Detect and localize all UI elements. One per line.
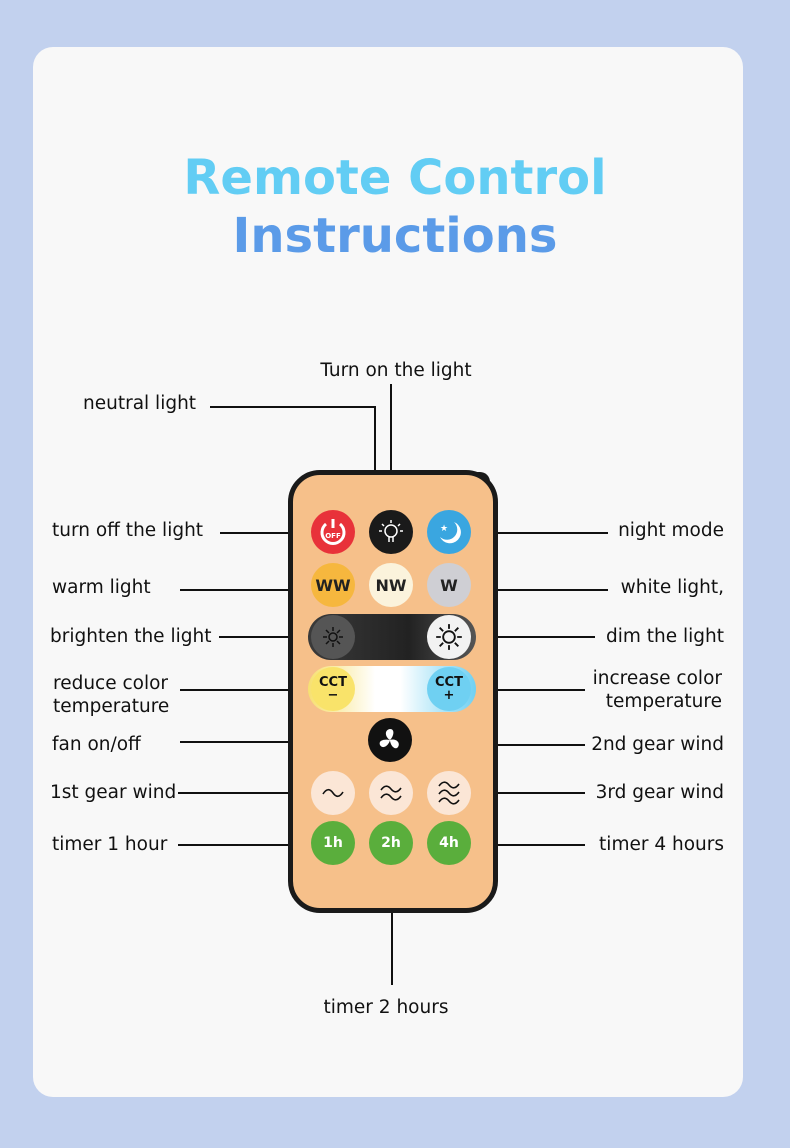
wave-1-icon [322,788,344,798]
label-gear2: 2nd gear wind [591,734,724,755]
plus-icon: + [443,688,455,703]
fan-icon [379,729,399,749]
bulb-icon [379,520,403,542]
light-on-button[interactable] [369,510,413,554]
label-turn-off: turn off the light [52,520,204,541]
label-night: night mode [618,520,724,541]
label-warm: warm light [52,577,151,598]
label-gear1: 1st gear wind [50,782,177,803]
label-turn-on: Turn on the light [320,360,472,381]
sun-minus-icon [323,627,343,647]
label-neutral: neutral light [83,393,197,414]
brighten-button[interactable] [311,615,355,659]
moon-star-icon: ★ [440,522,461,544]
svg-text:OFF: OFF [325,532,341,540]
cct-minus-label: CCT [319,675,347,690]
title-line-1: Remote Control [183,150,607,206]
label-reduce-cct-2: temperature [53,696,170,717]
timer-4h-button[interactable]: 4h [427,821,471,865]
label-increase-cct-1: increase color [592,668,722,689]
fan-button[interactable] [368,718,412,762]
wave-3-icon [438,781,460,805]
label-brighten: brighten the light [50,626,212,647]
label-timer2: timer 2 hours [323,997,449,1018]
timer-2h-button[interactable]: 2h [369,821,413,865]
label-timer4: timer 4 hours [599,834,724,855]
white-light-button[interactable]: W [427,563,471,607]
wind-gear-2-button[interactable] [369,771,413,815]
sun-plus-icon [436,624,462,650]
timer-1h-button[interactable]: 1h [311,821,355,865]
label-white: white light, [620,577,724,598]
cct-minus-button[interactable]: CCT− [311,667,355,711]
wind-gear-1-button[interactable] [311,771,355,815]
label-timer1: timer 1 hour [52,834,168,855]
svg-text:★: ★ [440,524,448,534]
label-gear3: 3rd gear wind [595,782,724,803]
neutral-light-button[interactable]: NW [369,563,413,607]
label-reduce-cct-1: reduce color [53,673,169,694]
label-dim: dim the light [605,626,724,647]
label-fan: fan on/off [52,734,141,755]
warm-light-button[interactable]: WW [311,563,355,607]
wind-gear-3-button[interactable] [427,771,471,815]
title-line-2: Instructions [232,208,558,264]
cct-plus-label: CCT [435,675,463,690]
night-mode-button[interactable]: ★ [427,510,471,554]
label-increase-cct-2: temperature [605,691,722,712]
wave-2-icon [380,785,402,801]
cct-plus-button[interactable]: CCT+ [427,667,471,711]
dim-button[interactable] [427,615,471,659]
power-icon: OFF [320,519,346,545]
minus-icon: − [327,688,339,703]
power-off-button[interactable]: OFF [311,510,355,554]
